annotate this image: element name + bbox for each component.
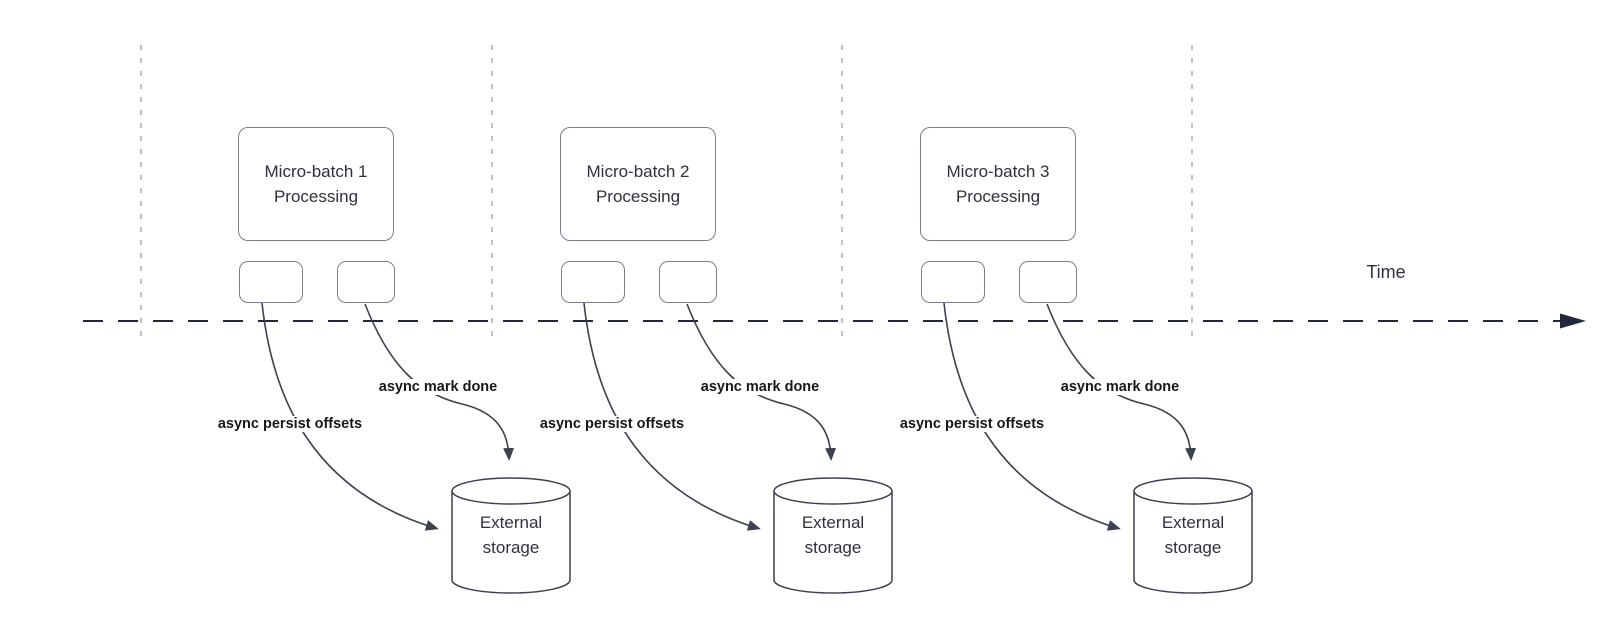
mark-done-arrow [364, 303, 515, 461]
storage-cylinder-body [773, 491, 893, 594]
persist-offsets-arrow [583, 302, 761, 531]
storage-cylinder-body [1133, 491, 1253, 594]
persist-offsets-arrow [943, 302, 1121, 531]
time-axis-arrowhead-icon [1560, 313, 1586, 329]
mark-done-arrow [686, 303, 837, 461]
storage-cylinder-top [773, 477, 893, 505]
mark-done-arrow [1046, 303, 1197, 461]
storage-cylinder-top [1133, 477, 1253, 505]
storage-cylinder-body [451, 491, 571, 594]
batch-1-shapes [261, 302, 571, 594]
persist-offsets-arrow [261, 302, 439, 531]
batch-2-shapes [583, 302, 893, 594]
storage-cylinder-top [451, 477, 571, 505]
batch-3-shapes [943, 302, 1253, 594]
